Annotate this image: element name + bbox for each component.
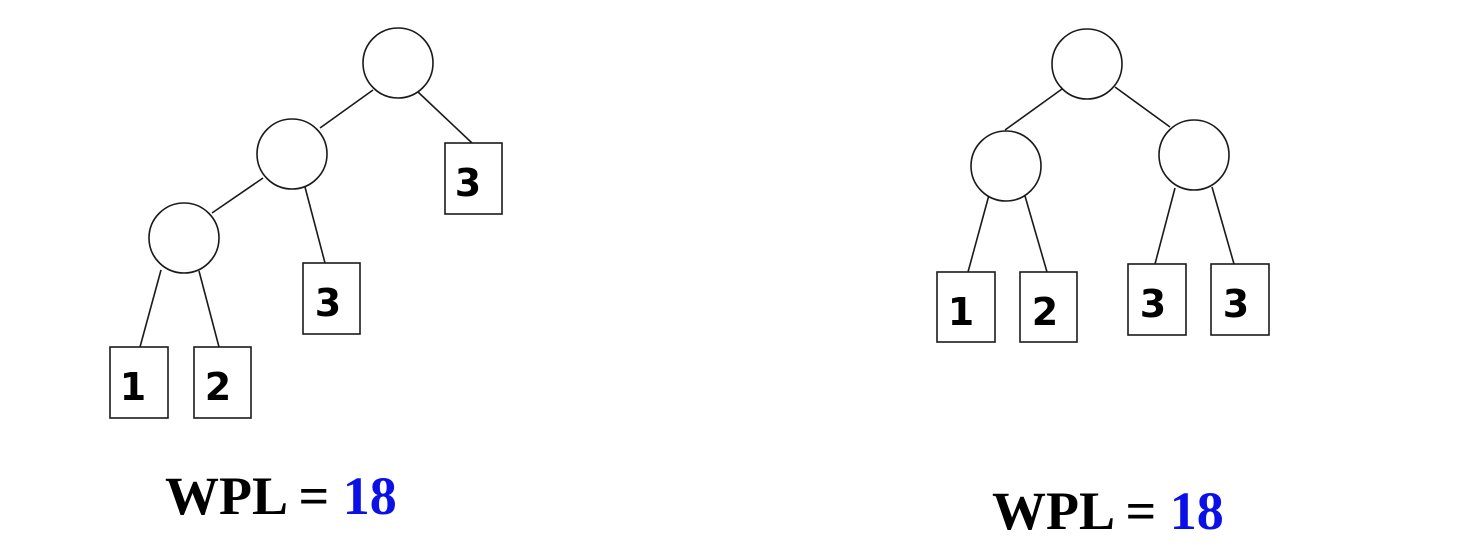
svg-text:3: 3	[315, 281, 341, 325]
right-wpl-value: 18	[1169, 481, 1224, 541]
left-tree: 3 3 1 2	[109, 27, 503, 419]
svg-text:3: 3	[1223, 282, 1249, 326]
svg-text:2: 2	[205, 365, 231, 409]
left-internal-node-1	[256, 118, 328, 190]
right-edge-n1-to-leaf-1	[967, 194, 990, 273]
svg-text:3: 3	[455, 161, 481, 205]
right-edge-root-to-n2	[1114, 86, 1171, 128]
right-tree: 1 2 3 3	[936, 28, 1270, 343]
right-internal-node-2	[1158, 119, 1230, 191]
svg-text:1: 1	[948, 290, 974, 334]
right-internal-node-1	[970, 130, 1042, 202]
right-leaf-3b: 3	[1210, 263, 1270, 336]
left-edge-root-to-n1	[319, 89, 374, 129]
right-edge-n2-to-leaf-3a	[1154, 187, 1176, 265]
svg-text:2: 2	[1032, 290, 1058, 334]
left-wpl-label: WPL =	[165, 466, 330, 526]
left-wpl-caption: WPL = 18	[165, 469, 397, 523]
left-edge-root-to-leaf-3a	[417, 91, 473, 144]
right-leaf-1: 1	[936, 271, 996, 343]
left-leaf-3b: 3	[302, 262, 361, 335]
right-edge-n2-to-leaf-3b	[1211, 186, 1235, 265]
right-wpl-caption: WPL = 18	[992, 484, 1224, 538]
right-edge-n1-to-leaf-2	[1024, 195, 1048, 273]
left-root-node	[362, 27, 434, 99]
svg-text:3: 3	[1140, 282, 1166, 326]
left-internal-node-2	[148, 202, 220, 274]
right-edge-root-to-n1	[1004, 88, 1063, 131]
right-leaf-3a: 3	[1127, 263, 1187, 336]
left-edge-n2-to-leaf-1	[139, 269, 162, 348]
left-edge-n2-to-leaf-2	[198, 270, 220, 348]
right-leaf-2: 2	[1019, 271, 1078, 343]
svg-text:1: 1	[120, 365, 146, 409]
left-leaf-2: 2	[193, 346, 252, 419]
left-wpl-value: 18	[342, 466, 397, 526]
right-wpl-label: WPL =	[992, 481, 1157, 541]
right-root-node	[1051, 28, 1123, 100]
left-leaf-1: 1	[109, 346, 169, 419]
left-edge-n1-to-leaf-3b	[304, 186, 326, 264]
left-edge-n1-to-n2	[211, 177, 264, 214]
left-leaf-3a: 3	[444, 142, 503, 215]
